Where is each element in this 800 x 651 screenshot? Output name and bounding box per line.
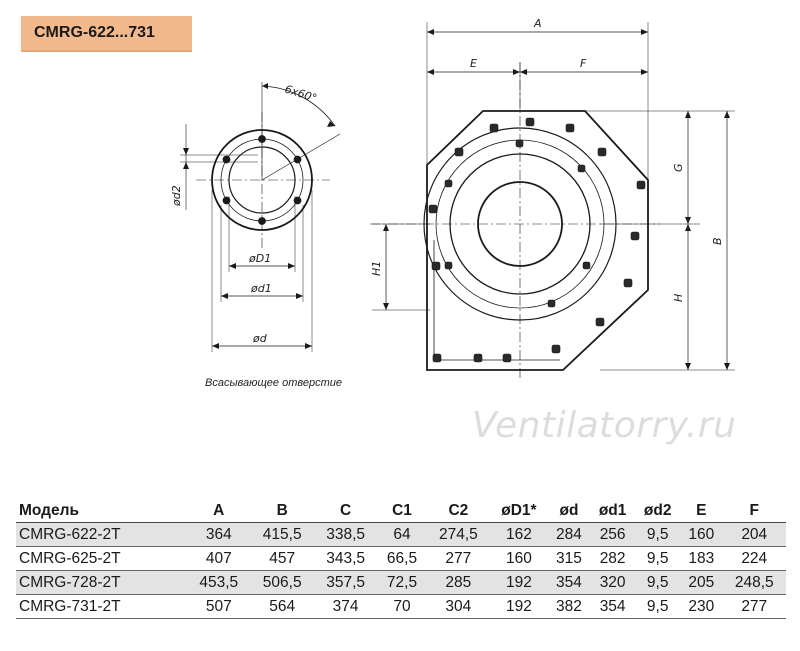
fan-housing-view — [370, 22, 735, 380]
table-cell: 183 — [680, 546, 723, 571]
col-header: ød2 — [635, 500, 681, 523]
bolt-hole — [258, 135, 266, 143]
table-cell: 343,5 — [313, 546, 378, 571]
col-header: E — [680, 500, 723, 523]
table-cell: 277 — [426, 546, 491, 571]
table-cell: 204 — [722, 522, 786, 547]
dimensions-table: Модель A B C C1 C2 øD1* ød ød1 ød2 E F C… — [16, 500, 786, 619]
inlet-opening-circle — [228, 146, 296, 214]
inlet-caption: Всасывающее отверстие — [205, 377, 343, 389]
table-cell: 274,5 — [426, 522, 491, 547]
B-label: B — [711, 237, 724, 245]
table-cell: 160 — [680, 522, 723, 547]
bolt-hole — [222, 155, 231, 164]
model-cell: CMRG-728-2T — [16, 570, 188, 595]
model-cell: CMRG-731-2T — [16, 594, 188, 619]
table-cell: 282 — [590, 546, 636, 571]
col-header: C — [313, 500, 378, 523]
table-cell: 357,5 — [313, 570, 378, 595]
table-cell: 457 — [250, 546, 314, 571]
table-cell: 285 — [426, 570, 491, 595]
table-cell: 354 — [590, 594, 636, 619]
table-cell: 374 — [313, 594, 378, 619]
table-cell: 9,5 — [635, 546, 681, 571]
model-range-title: CMRG-622...731 — [21, 16, 192, 52]
d2-label: ød2 — [170, 185, 183, 207]
table-cell: 453,5 — [187, 570, 251, 595]
table-row: CMRG-731-2T 507 564 374 70 304 192 382 3… — [16, 594, 786, 619]
col-header: A — [187, 500, 251, 523]
table-cell: 192 — [490, 594, 548, 619]
table-cell: 9,5 — [635, 594, 681, 619]
table-header-row: Модель A B C C1 C2 øD1* ød ød1 ød2 E F — [16, 500, 786, 523]
col-header: F — [722, 500, 786, 523]
d1-label: ød1 — [250, 282, 272, 295]
table-cell: 9,5 — [635, 570, 681, 595]
col-header: B — [250, 500, 314, 523]
table-cell: 160 — [490, 546, 548, 571]
angle-label: 6x60° — [283, 82, 318, 105]
table-cell: 415,5 — [250, 522, 314, 547]
bolt-hole — [258, 217, 266, 225]
table-cell: 192 — [490, 570, 548, 595]
bolt-hole — [293, 196, 302, 205]
table-cell: 382 — [547, 594, 591, 619]
G-label: G — [672, 163, 685, 172]
model-cell: CMRG-625-2T — [16, 546, 188, 571]
bolt-hole — [222, 196, 231, 205]
table-cell: 564 — [250, 594, 314, 619]
table-cell: 224 — [722, 546, 786, 571]
col-header: ød1 — [590, 500, 636, 523]
table-cell: 354 — [547, 570, 591, 595]
table-cell: 320 — [590, 570, 636, 595]
A-label: A — [533, 17, 542, 30]
bolt-hole — [293, 155, 302, 164]
H-label: H — [672, 294, 685, 302]
col-header: C1 — [377, 500, 427, 523]
H1-label: H1 — [370, 261, 383, 276]
watermark: Ventilatorry.ru — [472, 405, 737, 446]
F-label: F — [580, 57, 587, 70]
table-cell: 407 — [187, 546, 251, 571]
table-cell: 72,5 — [377, 570, 427, 595]
D1-label: øD1 — [248, 252, 271, 265]
table-cell: 248,5 — [722, 570, 786, 595]
model-cell: CMRG-622-2T — [16, 522, 188, 547]
table-row: CMRG-625-2T 407 457 343,5 66,5 277 160 3… — [16, 546, 786, 571]
table-cell: 162 — [490, 522, 548, 547]
table-cell: 9,5 — [635, 522, 681, 547]
table-cell: 277 — [722, 594, 786, 619]
table-cell: 256 — [590, 522, 636, 547]
table-cell: 304 — [426, 594, 491, 619]
d-label: ød — [252, 332, 268, 345]
col-header: ød — [547, 500, 591, 523]
col-header: Модель — [16, 500, 188, 523]
col-header: C2 — [426, 500, 491, 523]
technical-drawing: 6x60° ød2 øD1 ød1 ød — [170, 17, 735, 380]
table-cell: 230 — [680, 594, 723, 619]
table-cell: 507 — [187, 594, 251, 619]
table-cell: 70 — [377, 594, 427, 619]
E-label: E — [470, 57, 477, 70]
table-cell: 315 — [547, 546, 591, 571]
table-cell: 338,5 — [313, 522, 378, 547]
table-row: CMRG-728-2T 453,5 506,5 357,5 72,5 285 1… — [16, 570, 786, 595]
table-cell: 284 — [547, 522, 591, 547]
table-cell: 364 — [187, 522, 251, 547]
housing-bolts — [428, 117, 646, 363]
table-row: CMRG-622-2T 364 415,5 338,5 64 274,5 162… — [16, 522, 786, 547]
col-header: øD1* — [490, 500, 548, 523]
flange-outer-circle — [211, 129, 313, 231]
angle-arc — [261, 85, 336, 127]
table-cell: 205 — [680, 570, 723, 595]
table-cell: 64 — [377, 522, 427, 547]
inlet-flange-view — [180, 82, 341, 352]
table-cell: 506,5 — [250, 570, 314, 595]
table-cell: 66,5 — [377, 546, 427, 571]
